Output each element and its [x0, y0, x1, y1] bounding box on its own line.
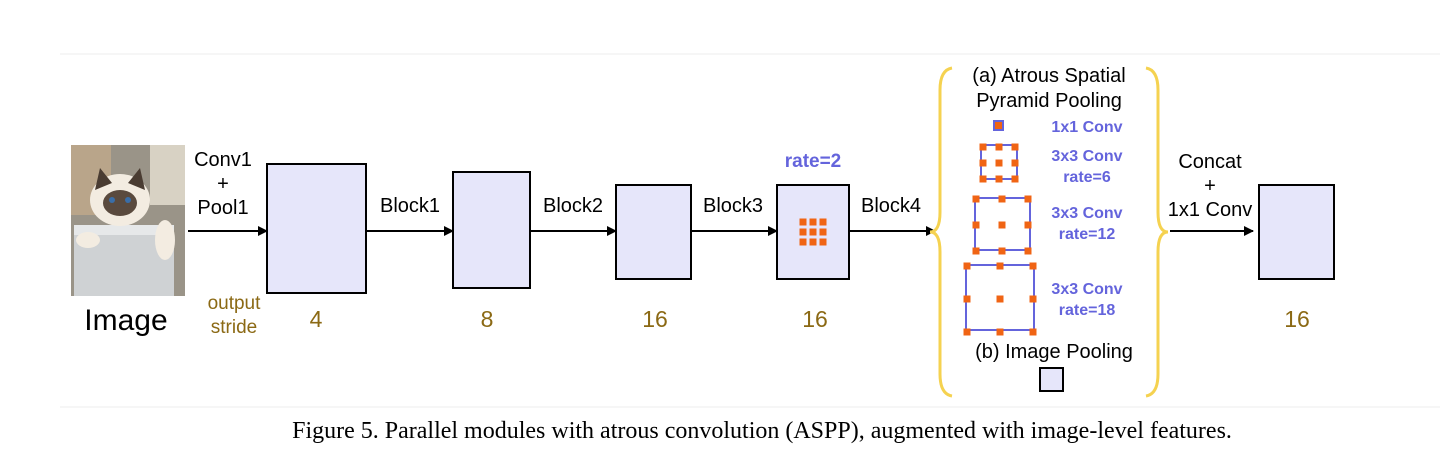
conv1-label: Conv1 [194, 149, 252, 171]
output-stride-label-2: stride [211, 317, 257, 338]
kernel-dot [1024, 195, 1032, 203]
branch-1-label: 1x1 Conv [1051, 119, 1122, 136]
stride-2: 8 [481, 306, 494, 332]
branch-1x1-kernel [993, 120, 1004, 131]
aspp-brace-left [929, 66, 953, 398]
branch-2-label-1: 3x3 Conv [1051, 148, 1122, 165]
branch-4-label-1: 3x3 Conv [1051, 281, 1122, 298]
feature-block-3 [615, 184, 692, 280]
kernel-dot [972, 247, 980, 255]
image-label: Image [84, 304, 167, 337]
kernel-dot [799, 238, 807, 246]
kernel-dot [979, 175, 987, 183]
kernel-dot [995, 143, 1003, 151]
concat-label: Concat [1178, 151, 1242, 173]
plus-label: + [217, 173, 229, 195]
block3-label: Block3 [703, 195, 763, 217]
kernel-dot [996, 295, 1004, 303]
kernel-dot [979, 159, 987, 167]
aspp-brace-right [1145, 66, 1169, 398]
branch-rate6-kernel [979, 143, 1019, 183]
stride-5: 16 [1284, 306, 1310, 332]
kernel-dot [1029, 295, 1037, 303]
kernel-dot [996, 262, 1004, 270]
stride-3: 16 [642, 306, 668, 332]
branch-2-label-2: rate=6 [1063, 169, 1111, 186]
kernel-dot [819, 228, 827, 236]
aspp-title-line1: (a) Atrous Spatial [972, 65, 1125, 87]
kernel-dot [972, 195, 980, 203]
image-pooling-label: (b) Image Pooling [975, 341, 1133, 363]
kernel-dot [998, 221, 1006, 229]
output-stride-label-1: output [208, 293, 262, 314]
kernel-dot [1011, 143, 1019, 151]
kernel-dot [996, 328, 1004, 336]
stride-4: 16 [802, 306, 828, 332]
conv1x1-label: 1x1 Conv [1168, 199, 1253, 221]
kernel-dot [819, 218, 827, 226]
kernel-dot [995, 175, 1003, 183]
kernel-dot [799, 228, 807, 236]
kernel-dot [1029, 262, 1037, 270]
block2-label: Block2 [543, 195, 603, 217]
kernel-dot [809, 228, 817, 236]
branch-3-label-1: 3x3 Conv [1051, 205, 1122, 222]
stride-1: 4 [310, 306, 323, 332]
kernel-dot [1011, 175, 1019, 183]
kernel-dot [1024, 221, 1032, 229]
image-pooling-block [1039, 367, 1064, 392]
feature-block-2 [452, 171, 531, 289]
kernel-dot [809, 218, 817, 226]
kernel-dot [1029, 328, 1037, 336]
kernel-dot [998, 247, 1006, 255]
kernel-dot [1024, 247, 1032, 255]
kernel-dot [963, 262, 971, 270]
kernel-dot [809, 238, 817, 246]
output-block [1258, 184, 1335, 280]
kernel-dot [963, 295, 971, 303]
kernel-dot [972, 221, 980, 229]
pool1-label: Pool1 [197, 197, 248, 219]
input-image [71, 145, 185, 296]
kernel-dot [979, 143, 987, 151]
rate-label: rate=2 [785, 151, 842, 172]
branch-rate12-kernel [972, 195, 1032, 255]
rate2-kernel [799, 218, 827, 246]
kernel-dot [1011, 159, 1019, 167]
kernel-dot [998, 195, 1006, 203]
block1-label: Block1 [380, 195, 440, 217]
branch-rate18-kernel [963, 262, 1037, 336]
feature-block-1 [266, 163, 367, 294]
plus2-label: + [1204, 175, 1216, 197]
branch-3-label-2: rate=12 [1059, 226, 1116, 243]
branch-4-label-2: rate=18 [1059, 302, 1116, 319]
kernel-dot [995, 159, 1003, 167]
figure-caption: Figure 5. Parallel modules with atrous c… [292, 418, 1232, 444]
kernel-dot [819, 238, 827, 246]
kernel-dot [963, 328, 971, 336]
kernel-dot [799, 218, 807, 226]
aspp-title-line2: Pyramid Pooling [976, 90, 1122, 112]
block4-label: Block4 [861, 195, 921, 217]
